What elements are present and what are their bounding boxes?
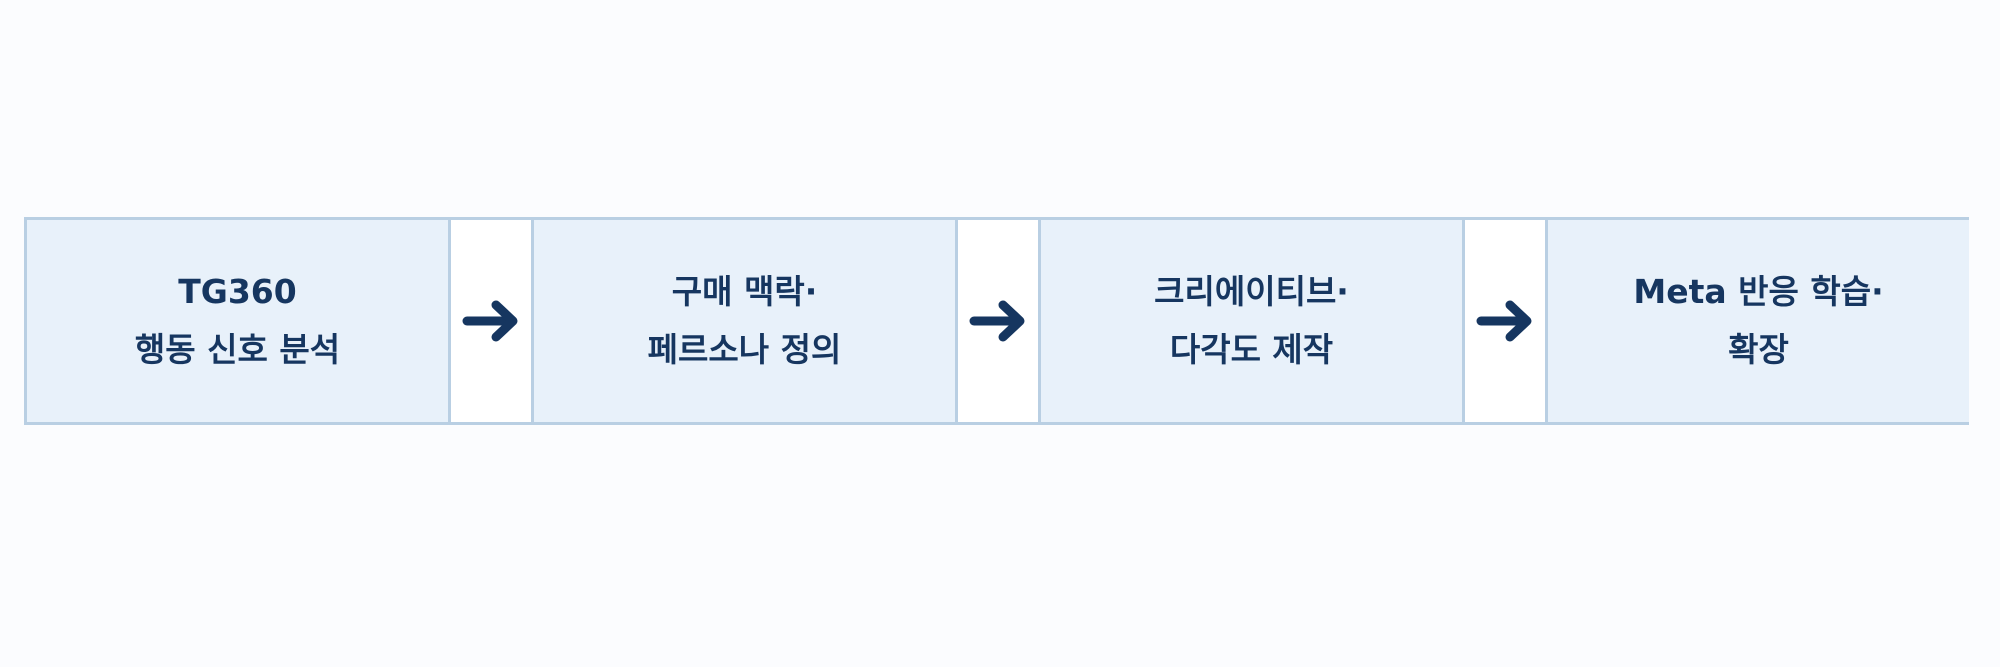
connector-2 [955, 220, 1041, 422]
step-box-1: TG360 행동 신호 분석 [27, 220, 448, 422]
step-2-line-1: 구매 맥락· [671, 272, 818, 311]
step-4-line-2: 확장 [1728, 330, 1789, 369]
step-box-2: 구매 맥락· 페르소나 정의 [534, 220, 955, 422]
step-4-line-1: Meta 반응 학습· [1633, 272, 1884, 311]
arrow-right-icon [462, 300, 518, 342]
step-2-line-2: 페르소나 정의 [647, 330, 842, 369]
step-3-line-2: 다각도 제작 [1169, 330, 1334, 369]
arrow-right-icon [1476, 300, 1532, 342]
connector-1 [448, 220, 534, 422]
connector-3 [1462, 220, 1548, 422]
step-1-line-1: TG360 [178, 272, 297, 311]
step-1-line-2: 행동 신호 분석 [134, 330, 341, 369]
process-flow: TG360 행동 신호 분석 구매 맥락· 페르소나 정의 크리에이티브· 다각… [24, 217, 1969, 425]
arrow-right-icon [969, 300, 1025, 342]
step-3-line-1: 크리에이티브· [1154, 272, 1349, 311]
step-box-3: 크리에이티브· 다각도 제작 [1041, 220, 1462, 422]
step-box-4: Meta 반응 학습· 확장 [1548, 220, 1969, 422]
